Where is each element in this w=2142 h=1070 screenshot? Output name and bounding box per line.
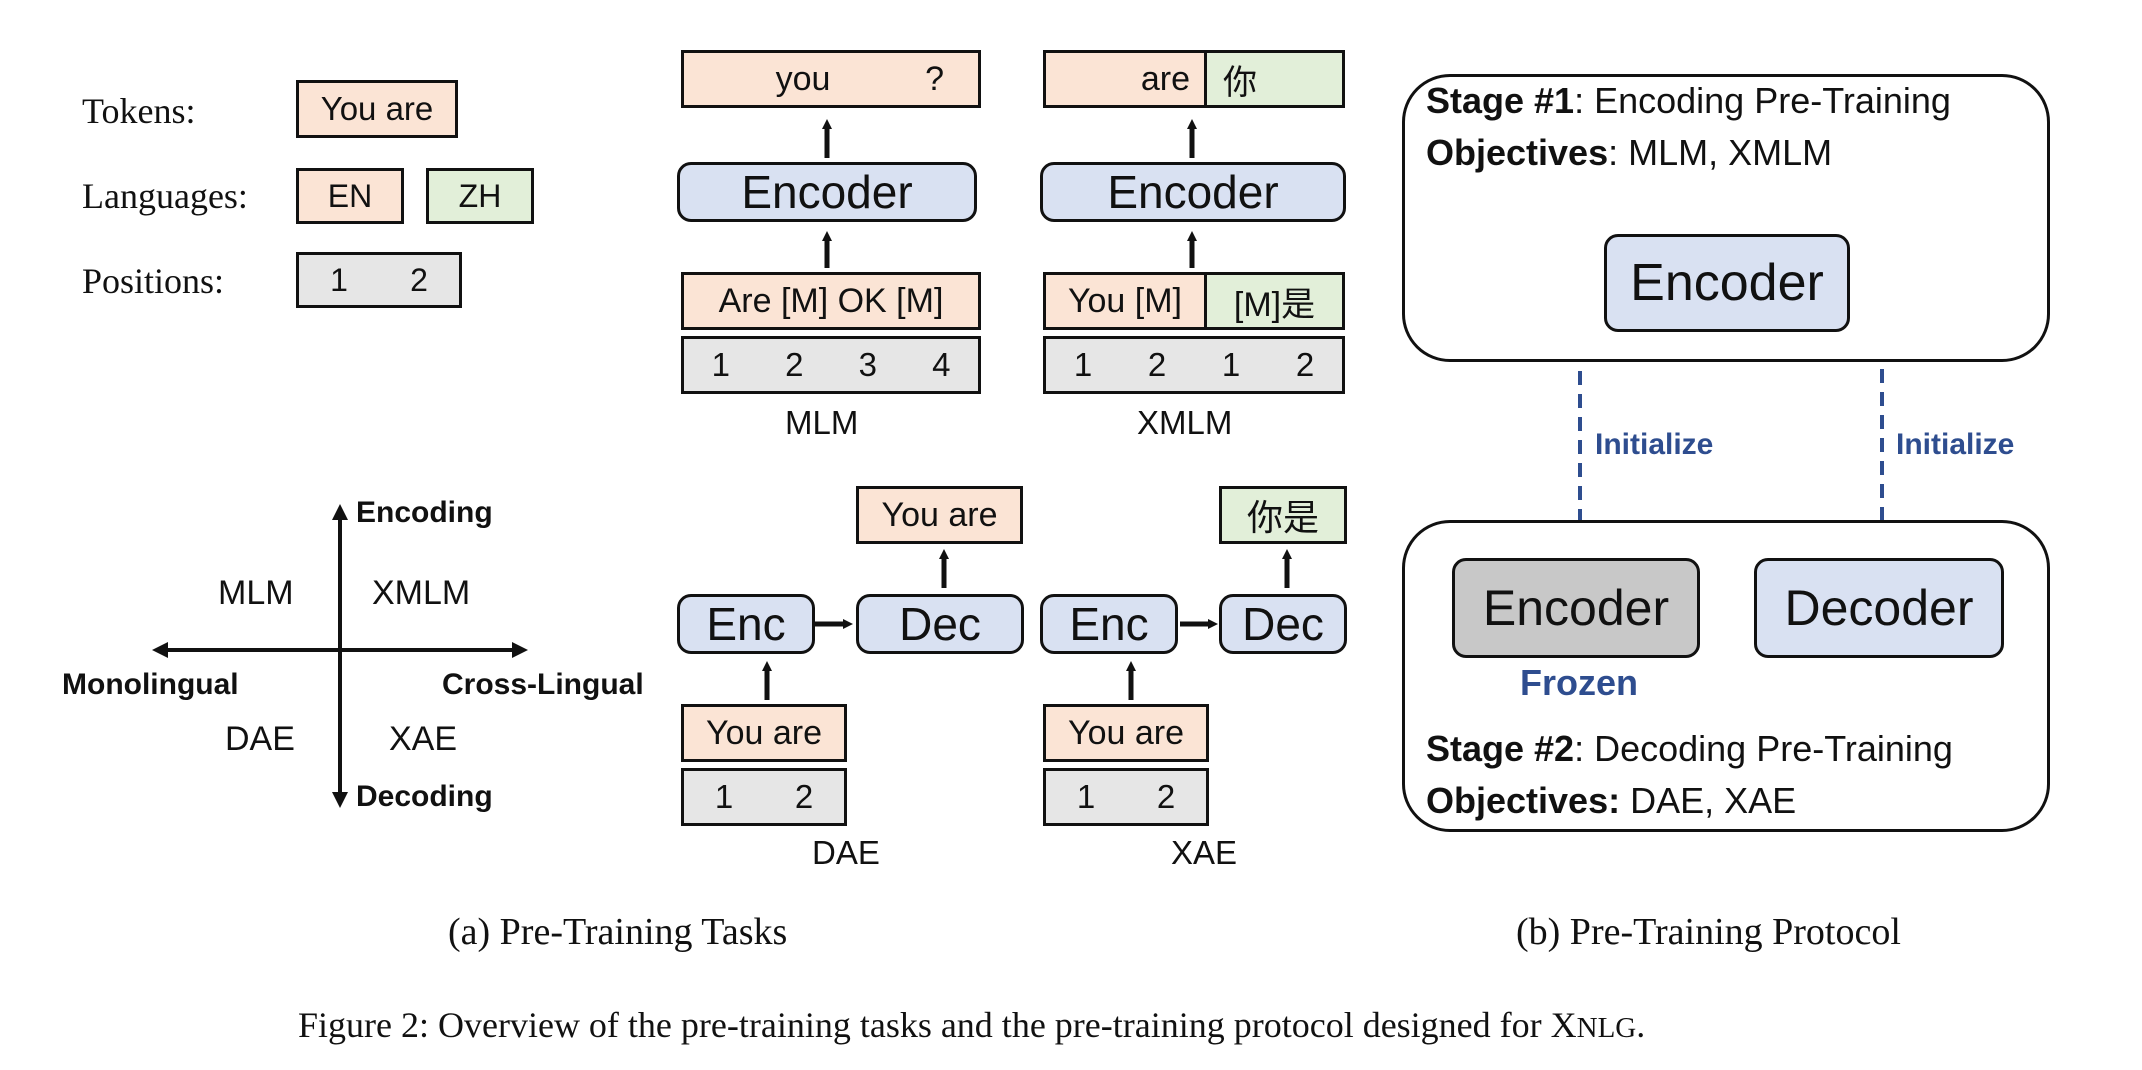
stage2-objectives: Objectives: DAE, XAE	[1426, 780, 1796, 822]
mlm-output-box: you ?	[681, 50, 981, 108]
mlm-position: 2	[785, 346, 804, 383]
stage2-title-rest: : Decoding Pre-Training	[1574, 728, 1953, 769]
quadrant-mlm: MLM	[218, 574, 294, 612]
caption-a: (a) Pre-Training Tasks	[448, 911, 788, 953]
position-1: 1	[330, 261, 348, 298]
xmlm-output-en: are	[1046, 53, 1207, 105]
positions-label: Positions:	[82, 261, 225, 301]
mlm-output-token-2: ?	[925, 59, 944, 98]
stage1-title: Stage #1: Encoding Pre-Training	[1426, 80, 1951, 122]
dae-position: 2	[794, 778, 814, 815]
mlm-output-token-1: you	[775, 59, 831, 98]
stage1-title-rest: : Encoding Pre-Training	[1574, 80, 1951, 121]
tokens-label: Tokens:	[82, 91, 196, 131]
lang-zh-box: ZH	[426, 168, 534, 224]
xmlm-position: 2	[1147, 346, 1167, 383]
stage2-objectives-rest: DAE, XAE	[1620, 780, 1797, 821]
xae-positions-box: 1 2	[1043, 768, 1209, 826]
stage2-objectives-bold: Objectives:	[1426, 780, 1621, 821]
languages-label: Languages:	[82, 176, 248, 216]
initialize-label-right: Initialize	[1896, 428, 2015, 461]
xmlm-position: 1	[1221, 346, 1241, 383]
axis-encoding-label: Encoding	[356, 496, 493, 529]
stage1-objectives-bold: Objectives	[1426, 132, 1609, 173]
xae-enc-box: Enc	[1040, 594, 1178, 654]
xmlm-encoder-box: Encoder	[1040, 162, 1346, 222]
positions-sample-box: 1 2	[296, 252, 462, 308]
dae-arrows	[762, 549, 949, 700]
axis-monolingual-label: Monolingual	[62, 668, 239, 701]
position-2: 2	[410, 261, 428, 298]
quadrant-xae: XAE	[389, 720, 458, 758]
xmlm-input-en: You [M]	[1046, 275, 1207, 327]
stage1-objectives: Objectives: MLM, XMLM	[1426, 132, 1832, 174]
quadrant-axes	[152, 504, 528, 808]
caption-b: (b) Pre-Training Protocol	[1516, 911, 1901, 953]
mlm-position: 3	[858, 346, 877, 383]
stage2-decoder-box: Decoder	[1754, 558, 2004, 658]
xmlm-output-zh: 你	[1207, 53, 1342, 105]
xae-position: 2	[1156, 778, 1176, 815]
lang-en-box: EN	[296, 168, 404, 224]
tokens-sample-box: You are	[296, 80, 458, 138]
xmlm-input-zh: [M]是	[1207, 275, 1342, 327]
frozen-label: Frozen	[1520, 662, 1639, 703]
xmlm-position: 1	[1073, 346, 1093, 383]
mlm-input-box: Are [M] OK [M]	[681, 272, 981, 330]
stage2-title: Stage #2: Decoding Pre-Training	[1426, 728, 1953, 770]
figure-caption-smallcaps: NLG	[1576, 1012, 1637, 1044]
xae-arrows	[1126, 549, 1292, 700]
dae-enc-box: Enc	[677, 594, 815, 654]
dae-input-box: You are	[681, 704, 847, 762]
mlm-positions-box: 1 2 3 4	[681, 336, 981, 394]
dae-position: 1	[714, 778, 734, 815]
figure-caption-end: .	[1636, 1005, 1646, 1045]
xae-caption: XAE	[1171, 834, 1238, 871]
stage2-encoder-box: Encoder	[1452, 558, 1700, 658]
dae-dec-box: Dec	[856, 594, 1024, 654]
dae-positions-box: 1 2	[681, 768, 847, 826]
stage1-title-bold: Stage #1	[1426, 80, 1575, 121]
xmlm-output-box: are 你	[1043, 50, 1345, 108]
xmlm-positions-box: 1 2 1 2	[1043, 336, 1345, 394]
axis-crosslingual-label: Cross-Lingual	[442, 668, 644, 701]
mlm-position: 1	[711, 346, 730, 383]
mlm-position: 4	[932, 346, 951, 383]
dae-caption: DAE	[812, 834, 880, 871]
figure-caption-text: Figure 2: Overview of the pre-training t…	[298, 1005, 1577, 1045]
initialize-label-left: Initialize	[1595, 428, 1714, 461]
quadrant-xmlm: XMLM	[372, 574, 471, 612]
stage1-encoder-box: Encoder	[1604, 234, 1850, 332]
mlm-encoder-box: Encoder	[677, 162, 977, 222]
xae-input-box: You are	[1043, 704, 1209, 762]
figure-caption: Figure 2: Overview of the pre-training t…	[298, 1004, 1645, 1046]
stage2-title-bold: Stage #2	[1426, 728, 1575, 769]
xmlm-caption: XMLM	[1137, 404, 1233, 441]
xmlm-input-box: You [M] [M]是	[1043, 272, 1345, 330]
xae-output-box: 你是	[1219, 486, 1347, 544]
mlm-caption: MLM	[785, 404, 859, 441]
stage1-objectives-rest: : MLM, XMLM	[1608, 132, 1833, 173]
dae-output-box: You are	[856, 486, 1023, 544]
xmlm-position: 2	[1295, 346, 1315, 383]
axis-decoding-label: Decoding	[356, 780, 493, 813]
xae-position: 1	[1076, 778, 1096, 815]
xae-dec-box: Dec	[1219, 594, 1347, 654]
quadrant-dae: DAE	[225, 720, 295, 758]
